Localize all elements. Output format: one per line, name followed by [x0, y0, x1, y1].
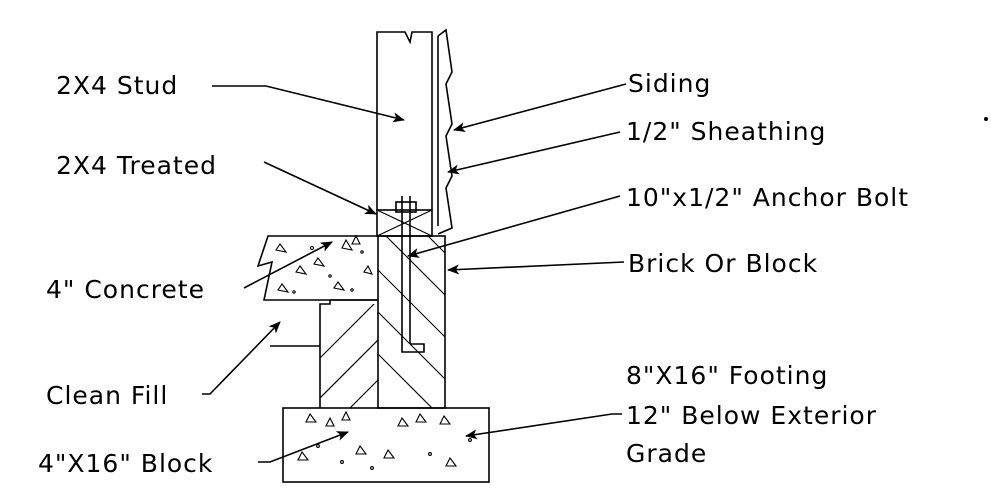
label-anchor-bolt: 10"x1/2" Anchor Bolt: [626, 183, 909, 212]
footing-aggregate: [297, 410, 472, 470]
label-footing-line1: 8"X16" Footing: [626, 361, 828, 390]
leader-anchor-bolt: [407, 195, 621, 258]
concrete-slab: [256, 234, 378, 301]
label-block: 4"X16" Block: [38, 449, 213, 478]
label-concrete: 4" Concrete: [46, 275, 205, 304]
treated-sill-plate: [376, 209, 433, 237]
label-siding: Siding: [628, 69, 711, 98]
leader-brick: [447, 261, 625, 275]
leader-lines: [202, 83, 627, 463]
leader-clean-fill: [202, 321, 281, 395]
brick-wall: [377, 235, 446, 409]
label-stud: 2X4 Stud: [56, 71, 178, 100]
leader-siding: [453, 83, 627, 132]
label-footing-line2: 12" Below Exterior: [626, 401, 877, 430]
leader-treated: [263, 161, 377, 215]
siding-layer: [437, 28, 453, 235]
leader-sheathing: [447, 131, 621, 175]
leader-stud: [212, 85, 405, 123]
label-footing-line3: Grade: [626, 439, 707, 468]
anchor-bolt: [395, 196, 425, 353]
block-under-slab: [319, 299, 378, 408]
label-brick-or-block: Brick Or Block: [628, 249, 818, 278]
concrete-aggregate: [275, 234, 374, 294]
leader-concrete: [243, 241, 333, 289]
label-sheathing: 1/2" Sheathing: [626, 117, 826, 146]
leader-footing: [465, 413, 622, 440]
leader-block: [258, 431, 349, 463]
stud-member: [376, 31, 433, 210]
label-clean-fill: Clean Fill: [46, 381, 168, 410]
stray-mark: [984, 117, 988, 121]
label-treated: 2X4 Treated: [56, 151, 217, 180]
footing: [282, 407, 490, 483]
